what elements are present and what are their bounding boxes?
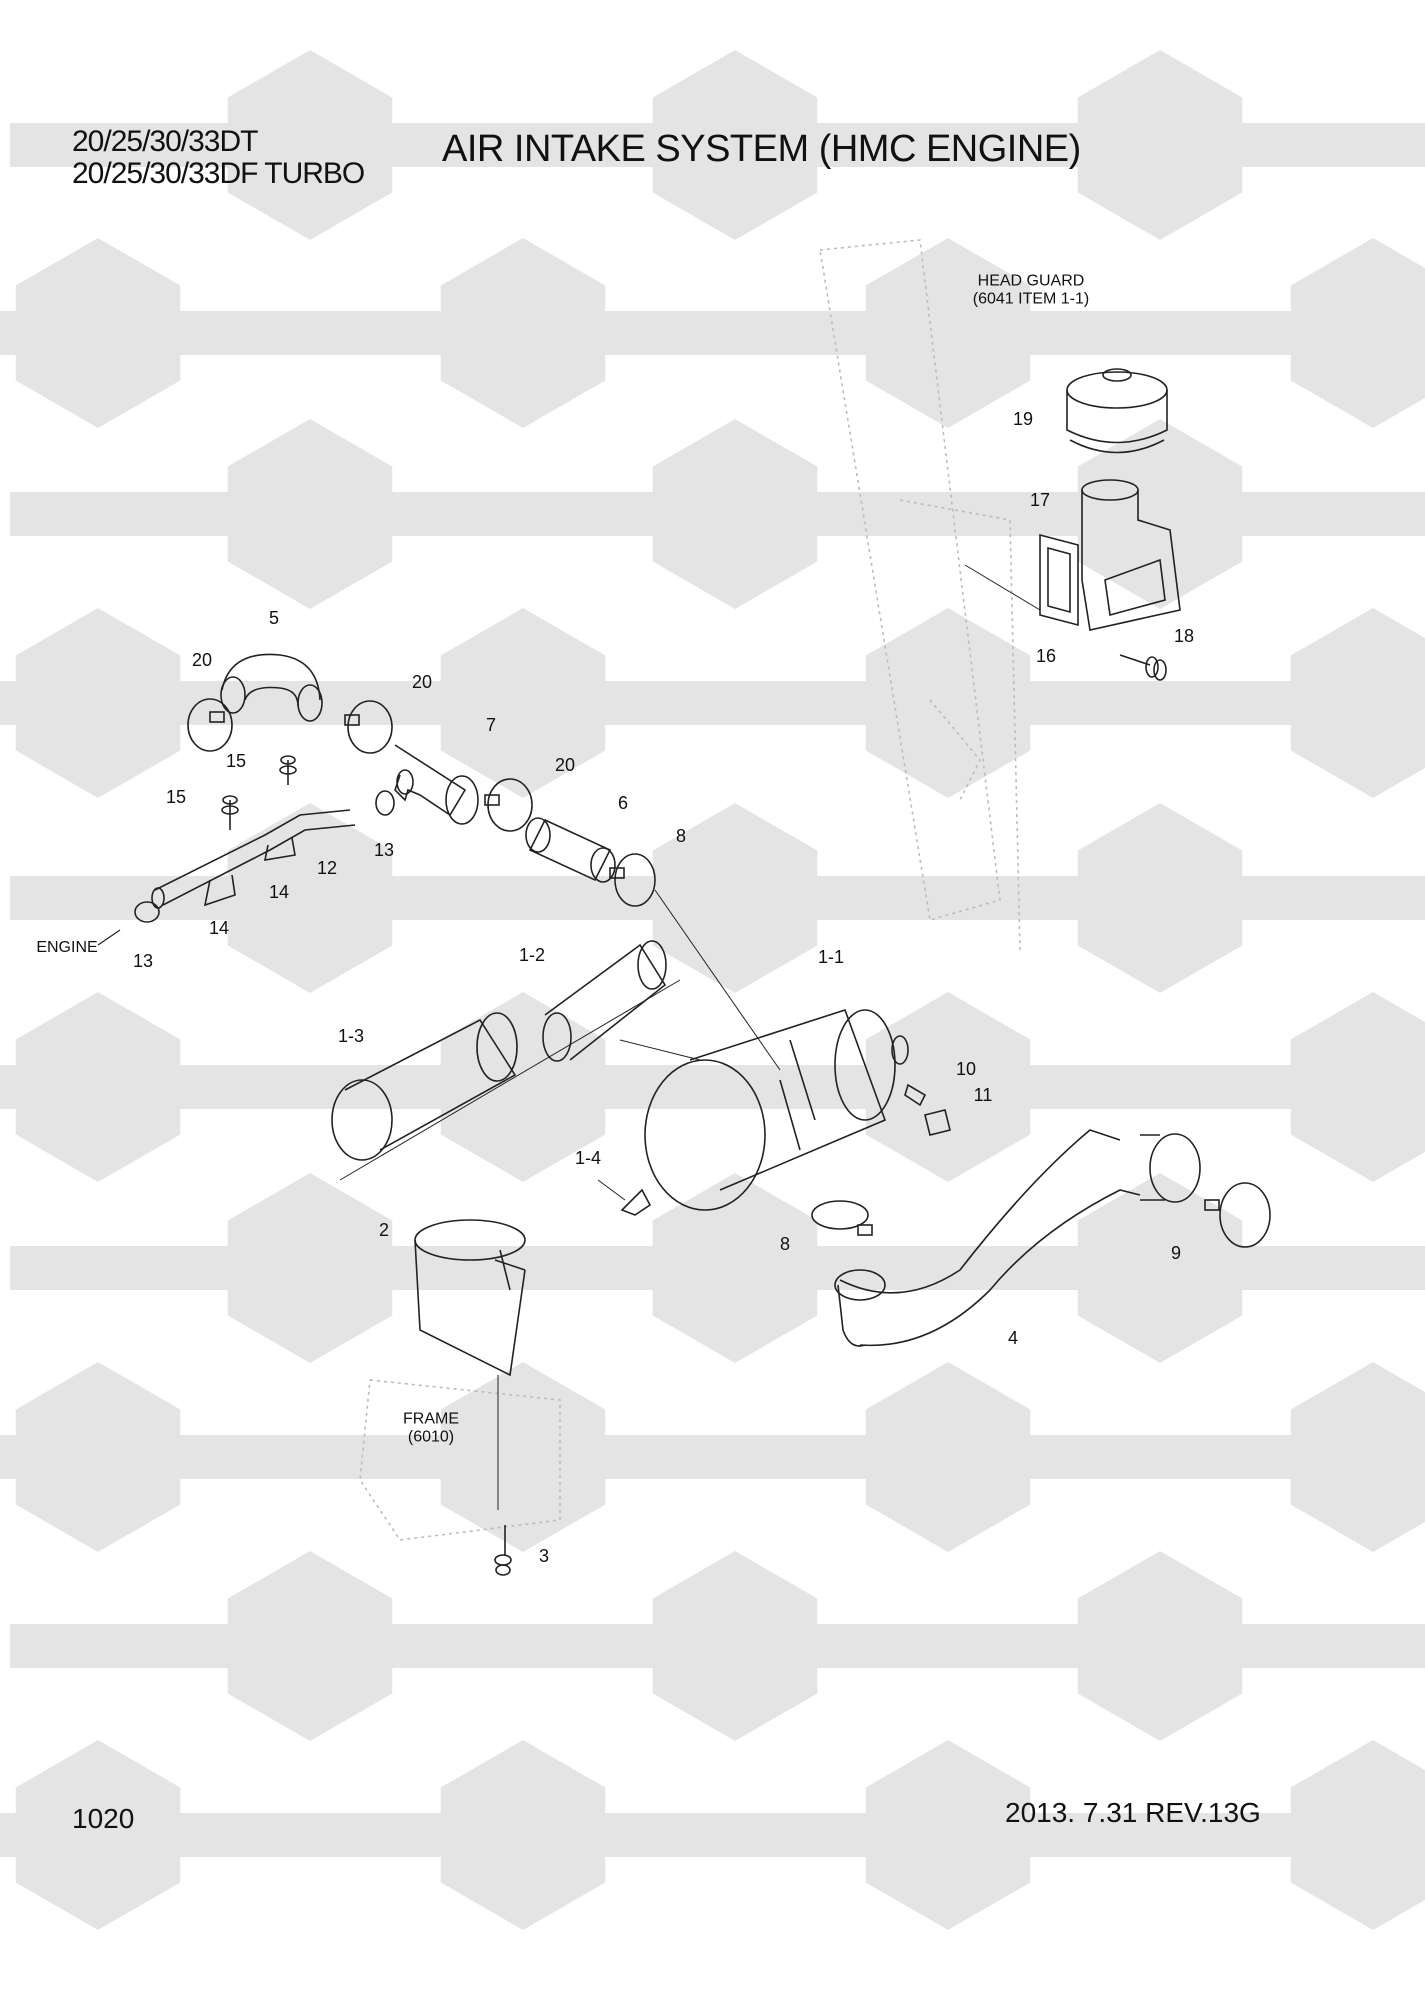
part-label: 18 (1173, 626, 1195, 647)
clamp-9 (1204, 1182, 1271, 1248)
part-label: 3 (538, 1546, 550, 1567)
watermark-bar (1073, 311, 1425, 355)
part-4-hose (834, 1129, 1201, 1347)
parts-10-11 (904, 1083, 951, 1136)
clamp-8-lower (811, 1200, 873, 1236)
page-number: 1020 (72, 1803, 135, 1834)
part-label: 7 (485, 715, 497, 736)
head-guard-ref: (6041 ITEM 1-1) (972, 290, 1090, 307)
part-label: 16 (1035, 646, 1057, 667)
part-label: 12 (316, 858, 338, 879)
watermark-bar (1073, 1065, 1425, 1109)
watermark-bar (1073, 1813, 1425, 1857)
part-label: 6 (617, 793, 629, 814)
frame-label: FRAME (403, 1410, 459, 1428)
model-designation: 20/25/30/33DT 20/25/30/33DF TURBO (72, 125, 365, 190)
part-label: 2 (378, 1220, 390, 1241)
part-1-3-outer-element (331, 979, 701, 1181)
part-19-rain-cap (1066, 368, 1168, 454)
part-label: 5 (268, 608, 280, 629)
part-label: 15 (165, 787, 187, 808)
part-label: 20 (411, 672, 433, 693)
watermark-bar (1285, 1246, 1425, 1290)
part-label: 1-4 (574, 1148, 602, 1169)
part-label: 8 (675, 826, 687, 847)
part-16-gasket (964, 533, 1079, 627)
part-1-1-air-cleaner-housing (644, 1009, 909, 1211)
watermark-bar (1285, 492, 1425, 536)
model-line-1: 20/25/30/33DT (72, 125, 258, 158)
part-1-4-dust-valve (597, 1179, 652, 1216)
part-label: 8 (779, 1234, 791, 1255)
frame-outline (359, 1379, 561, 1541)
part-label: 13 (132, 951, 154, 972)
part-label: 20 (191, 650, 213, 671)
part-5-elbow-hose (220, 653, 323, 722)
part-label: 1-1 (817, 947, 845, 968)
revision-date: 2013. 7.31 REV.13G (1005, 1797, 1261, 1828)
watermark-bar (1285, 123, 1425, 167)
part-1-2-inner-element (542, 940, 667, 1062)
part-6-hose (525, 817, 616, 883)
part-label: 15 (225, 751, 247, 772)
watermark-bar (1073, 681, 1425, 725)
clamps-13 (97, 790, 395, 946)
watermark-bar (1073, 1435, 1425, 1479)
part-label: 14 (268, 882, 290, 903)
part-label: 10 (955, 1059, 977, 1080)
part-label: 9 (1170, 1243, 1182, 1264)
frame-callout: FRAME (6010) (403, 1410, 459, 1445)
model-line-2: 20/25/30/33DF TURBO (72, 157, 365, 190)
part-18-bolt (1119, 654, 1167, 681)
brackets-14 (203, 837, 296, 907)
part-label: 11 (973, 1085, 993, 1106)
part-label: 4 (1007, 1328, 1019, 1349)
head-guard-outline (819, 239, 1021, 951)
part-label: 14 (208, 918, 230, 939)
engine-callout: ENGINE (36, 939, 98, 957)
part-2-mounting-band (414, 1219, 526, 1510)
frame-ref: (6010) (407, 1428, 455, 1445)
hose-clamps-20 (187, 698, 533, 832)
watermark-bar (1285, 1624, 1425, 1668)
head-guard-callout: HEAD GUARD (6041 ITEM 1-1) (973, 272, 1089, 307)
part-label: 19 (1012, 409, 1034, 430)
part-17-elbow (1081, 479, 1181, 631)
watermark-bar (1285, 876, 1425, 920)
part-label: 1-3 (337, 1026, 365, 1047)
clamp-8-upper (609, 853, 781, 1071)
head-guard-label: HEAD GUARD (977, 272, 1085, 290)
bolts-15 (221, 755, 297, 830)
part-label: 13 (373, 840, 395, 861)
part-label: 20 (554, 755, 576, 776)
page-title: AIR INTAKE SYSTEM (HMC ENGINE) (442, 128, 1081, 170)
part-7-tee-pipe (394, 744, 479, 825)
part-label: 17 (1029, 490, 1051, 511)
part-label: 1-2 (518, 945, 546, 966)
part-3-bolt (494, 1525, 512, 1576)
